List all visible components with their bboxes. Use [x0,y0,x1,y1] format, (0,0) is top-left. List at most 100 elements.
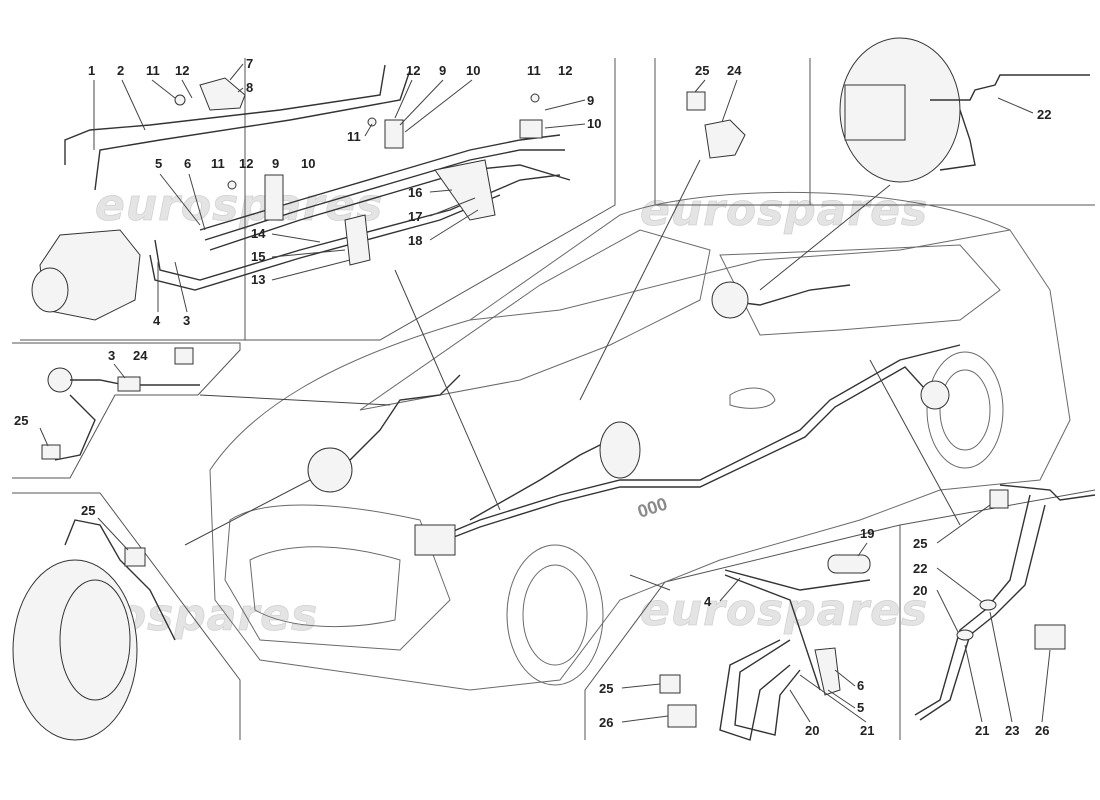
pipe-4 [149,194,501,291]
leader-19 [857,542,868,557]
front-grille [249,546,401,628]
callout-4: 4 [153,313,161,328]
car-outline: 000 [209,191,1071,691]
callout-3: 3 [108,348,115,363]
callout-18: 18 [408,233,422,248]
pipe-1 [64,64,386,165]
front-hose [64,519,176,641]
callout-6: 6 [857,678,864,693]
rear-hose [930,74,1090,101]
pipe-run-rear-2 [419,366,936,551]
separator-left-middle-bottom [12,394,198,479]
callout-21: 21 [860,723,874,738]
leader-12-a [181,79,193,99]
detail-sensor [41,347,200,461]
leader-25-top [694,79,706,93]
clip-26-bottom-center [667,704,697,728]
leader-2 [121,79,146,131]
union-5-6 [814,647,841,696]
leader-23-right [989,611,1013,723]
leader-7 [229,63,244,81]
pipe-2 [94,69,411,191]
clip-9-10-right [519,119,543,139]
leader-21-right [964,644,983,723]
leader-9-b [544,99,586,111]
callout-10: 10 [301,156,315,171]
separator-top-left-panel [20,58,616,341]
sensor-line [70,379,200,386]
center-pipe-21 [734,639,801,736]
front-hub [59,579,131,701]
leader-8 [237,87,244,93]
detail-sensor-top-center [686,91,746,159]
right-pipe-21 [919,504,1046,721]
callout-19: 19 [860,526,874,541]
nut-11-c [367,117,377,127]
sensor-24 [174,347,194,365]
right-pipe-20 [914,494,1031,716]
leader-top-center [579,159,701,401]
clip-26-right [1034,624,1066,650]
sensor-24-top [704,119,746,159]
callout-10: 10 [587,116,601,131]
leader-21-center [799,674,867,723]
leader-3 [174,261,188,313]
detail-pipe-junction-right [914,484,1096,721]
rear-caliper-on-car [711,281,749,319]
car-badge: 000 [635,493,670,521]
grommet-19 [827,554,871,574]
clip-9-10-upper [384,119,404,149]
leader-18 [429,209,479,241]
callout-11: 11 [347,129,361,144]
car-body [209,191,1071,691]
leader-25-left [39,427,49,447]
callout-11: 11 [211,156,225,171]
callout-22: 22 [913,561,927,576]
sensor-connector-3 [117,376,141,392]
clip-25-bottom-center [659,674,681,694]
union-22 [979,599,997,611]
callout-4: 4 [704,594,712,609]
callout-21: 21 [975,723,989,738]
watermark-group: eurospares eurospares eurospares eurospa… [30,180,928,642]
connector-7-8 [199,77,246,111]
leader-13 [271,259,351,281]
leader-top-right [759,184,891,291]
callout-5: 5 [155,156,162,171]
callout-23: 23 [1005,723,1019,738]
rear-caliper [844,84,906,141]
leader-25-bottom [621,683,661,689]
callout-15: 15 [251,249,265,264]
callout-13: 13 [251,272,265,287]
callout-14: 14 [251,226,266,241]
detail-pipe-junction-center [659,554,871,741]
callout-20: 20 [805,723,819,738]
leader-11-c [364,123,373,137]
leader-bottom-right [869,359,961,526]
center-pipe-a [724,574,821,691]
callout-8: 8 [246,80,253,95]
leader-17 [429,197,476,217]
leader-10-a [404,79,473,133]
callout-26: 26 [599,715,613,730]
pipe-run-rear-1 [419,344,961,546]
leader-20-center [789,689,811,723]
windshield [359,229,711,411]
leader-bottom-center [629,574,671,591]
detail-front-brake [12,519,176,741]
callout-17: 17 [408,209,422,224]
leader-14 [271,233,321,243]
leader-26-bottom [621,715,669,723]
front-wheel [506,544,604,686]
leader-3-sensor [113,363,126,379]
callout-16: 16 [408,185,422,200]
callout-3: 3 [183,313,190,328]
side-windows [719,244,1001,336]
separator-bottom-left [12,492,241,740]
leader-top-left [394,269,501,511]
callout-24: 24 [133,348,148,363]
callout-6: 6 [184,156,191,171]
leader-10-b [544,123,586,129]
leader-lines [184,159,961,591]
